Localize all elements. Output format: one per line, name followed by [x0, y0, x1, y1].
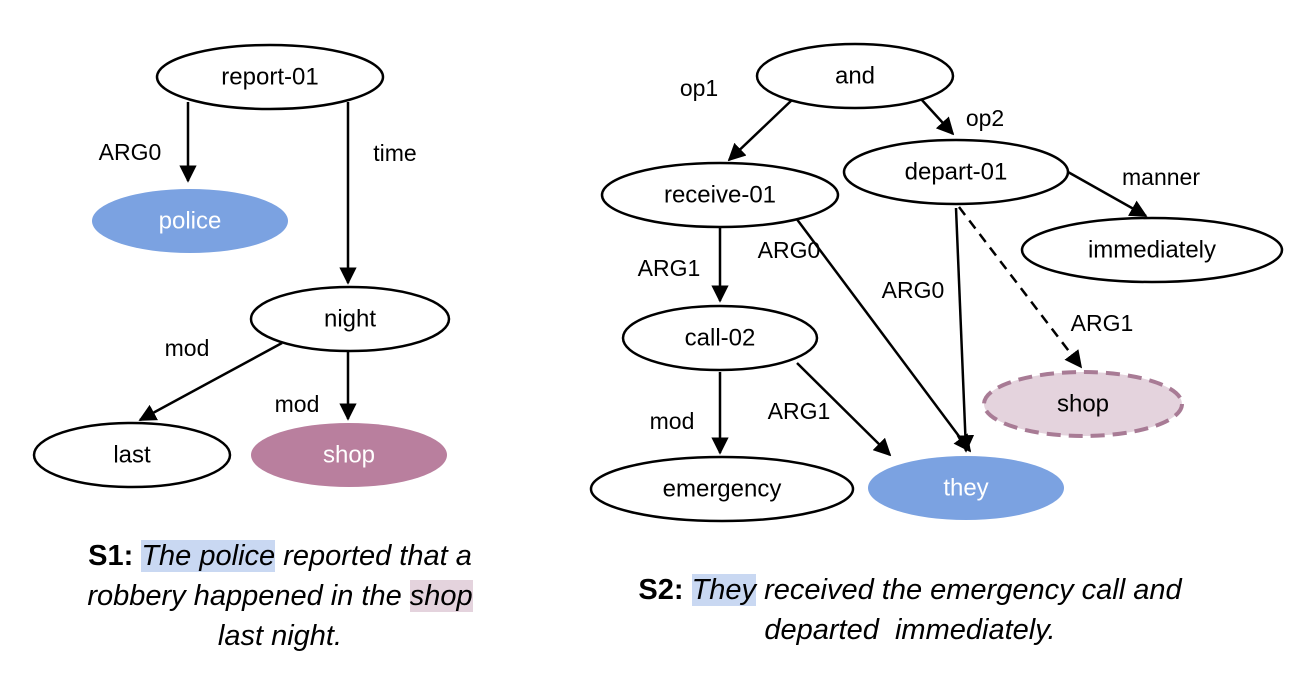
- edge-label-op2: op2: [966, 105, 1004, 131]
- edge-label-arg1-depart: ARG1: [1071, 310, 1134, 336]
- caption-s1-line-3: last night.: [40, 616, 520, 656]
- node-label-last: last: [113, 442, 151, 469]
- edge-receive-they: [791, 213, 972, 453]
- node-last: last: [32, 421, 232, 489]
- caption-s2-lead: S2:: [638, 574, 684, 606]
- edge-label-mod-shop: mod: [275, 391, 320, 417]
- caption-s1-text-3: last night.: [217, 620, 343, 652]
- edge-label-arg0-receive: ARG0: [758, 237, 821, 263]
- caption-s2-line-2: departed immediately.: [560, 610, 1260, 650]
- caption-s1-text-2: robbery happened in the: [87, 580, 410, 612]
- node-label-police: police: [159, 208, 222, 235]
- node-label-receive-01: receive-01: [664, 182, 776, 209]
- edge-depart-immediately: [1067, 170, 1148, 218]
- graph1: ARG0 time mod mod report-01 police night…: [32, 43, 451, 489]
- node-receive-01: receive-01: [600, 161, 840, 229]
- node-and: and: [755, 42, 955, 110]
- caption-s1-lead: S1:: [88, 540, 134, 572]
- caption-s2-highlight-they: They: [691, 574, 757, 606]
- edge-label-arg1-receive: ARG1: [638, 255, 701, 281]
- edge-label-manner: manner: [1122, 164, 1200, 190]
- caption-s1-line-2: robbery happened in the shop: [40, 576, 520, 616]
- edge-label-mod: mod: [650, 408, 695, 434]
- node-label-they: they: [943, 475, 988, 502]
- node-report-01: report-01: [155, 43, 385, 111]
- node-label-and: and: [835, 63, 875, 90]
- edge-label-mod-last: mod: [165, 335, 210, 361]
- edge-label-arg0: ARG0: [99, 139, 162, 165]
- edge-label-op1: op1: [680, 75, 718, 101]
- caption-s1-text-1: reported that a: [275, 540, 472, 572]
- caption-s1-highlight-police: The police: [141, 540, 276, 572]
- node-emergency: emergency: [589, 455, 855, 523]
- node-immediately: immediately: [1020, 216, 1284, 284]
- edge-label-arg0-depart: ARG0: [882, 277, 945, 303]
- node-label-emergency: emergency: [663, 476, 782, 503]
- node-depart-01: depart-01: [842, 138, 1070, 206]
- edge-and-depart: [920, 98, 955, 136]
- node-call-02: call-02: [621, 304, 819, 372]
- caption-s1-line-1: S1: The police reported that a: [40, 536, 520, 576]
- node-police: police: [92, 189, 288, 253]
- node-label-report-01: report-01: [221, 64, 318, 91]
- node-label-night: night: [324, 306, 376, 333]
- node-label-immediately: immediately: [1088, 237, 1216, 264]
- graph2: op1 op2 manner ARG1 ARG0 ARG0 ARG1 mod A…: [589, 42, 1284, 523]
- node-shop-2: shop: [982, 370, 1184, 438]
- node-label-shop-1: shop: [323, 442, 375, 469]
- node-label-call-02: call-02: [685, 325, 756, 352]
- edge-call-they: [796, 362, 892, 457]
- node-label-shop-2: shop: [1057, 391, 1109, 418]
- node-night: night: [249, 285, 451, 353]
- node-label-depart-01: depart-01: [905, 159, 1008, 186]
- caption-s1: S1: The police reported that a robbery h…: [40, 536, 520, 656]
- caption-s2-text-2: departed immediately.: [764, 614, 1056, 646]
- edge-and-receive: [727, 98, 794, 162]
- caption-s2-line-1: S2: They received the emergency call and: [560, 570, 1260, 610]
- edge-night-last: [138, 341, 283, 422]
- node-shop-1: shop: [251, 423, 447, 487]
- caption-s2: S2: They received the emergency call and…: [560, 570, 1260, 650]
- caption-s2-text-1: received the emergency call and: [756, 574, 1182, 606]
- edge-label-arg1-call: ARG1: [768, 398, 831, 424]
- edge-label-time: time: [373, 140, 416, 166]
- edge-depart-they: [954, 207, 975, 453]
- caption-s1-highlight-shop: shop: [409, 580, 473, 612]
- node-they: they: [868, 456, 1064, 520]
